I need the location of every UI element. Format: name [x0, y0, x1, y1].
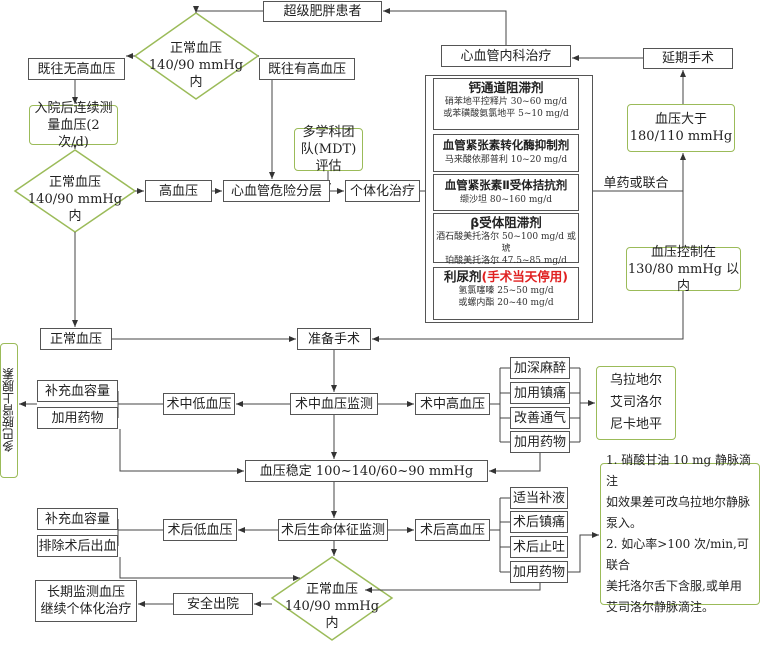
drug-title: β受体阻滞剂 [470, 215, 542, 230]
prepare-surgery-box: 准备手术 [297, 328, 371, 350]
no-hypertension-history-box: 既往无高血压 [28, 58, 125, 80]
longterm-line1: 长期监测血压 [46, 585, 125, 600]
single-or-combination-label: 单药或联合 [603, 176, 669, 191]
drug-beta-blocker: β受体阻滞剂酒石酸美托洛尔 50~100 mg/d 或琥珀酸美托洛尔 47.5~… [433, 213, 579, 266]
drug-title: 血管紧张素Ⅱ受体拮抗剂 [444, 178, 568, 192]
note-line: 2. 如心率>100 次/min,可联合 [606, 537, 749, 572]
note-line: 如效果差可改乌拉地尔静脉 [606, 495, 751, 509]
intra-low-action: 加用药物 [37, 407, 118, 429]
drug-dose: 或苯磺酸氨氯地平 5~10 mg/d [443, 109, 569, 119]
stop-on-surgery-day-note: (手术当天停用) [481, 269, 568, 284]
note-line: 美托洛尔舌下含服,或单用 [606, 579, 742, 593]
drug-name: 尼卡地平 [609, 417, 662, 432]
post-low-action: 补充血容量 [37, 508, 118, 530]
drug-title: 血管紧张素转化酶抑制剂 [442, 138, 570, 152]
super-obese-patient-box: 超级肥胖患者 [263, 1, 382, 22]
note-line: 1. 硝酸甘油 10 mg 静脉滴注 [606, 453, 752, 488]
hypertension-box: 高血压 [145, 180, 212, 202]
individualized-treatment-box: 个体化治疗 [345, 180, 420, 202]
bp-above-threshold-box: 血压大于 180/110 mmHg [627, 104, 735, 152]
postop-hypertension-box: 术后高血压 [415, 519, 490, 541]
drug-title: 利尿剂 [444, 269, 482, 284]
postop-hypotension-box: 术后低血压 [163, 519, 237, 541]
drug-dose: 马来酸依那普利 10~20 mg/d [444, 155, 568, 165]
safe-discharge-box: 安全出院 [173, 593, 253, 615]
intra-high-action: 加深麻醉 [510, 357, 570, 379]
post-high-action: 适当补液 [510, 487, 568, 509]
longterm-line2: 继续个体化治疗 [40, 602, 132, 617]
admission-bp-monitoring-box: 入院后连续测量血压(2次/d) [29, 101, 118, 150]
drug-name: 艾司洛尔 [609, 395, 662, 410]
drug-dose: 硝苯地平控释片 30~60 mg/d [444, 97, 568, 107]
intra-high-action: 加用药物 [510, 431, 570, 453]
diamond2-line1: 正常血压 [48, 175, 101, 190]
mdt-assessment-box: 多学科团队(MDT)评估 [294, 125, 363, 174]
note-line: 泵入。 [606, 516, 643, 530]
cardiology-treatment-box: 心血管内科治疗 [441, 45, 571, 67]
intra-low-action: 补充血容量 [37, 380, 118, 402]
post-low-action: 排除术后出血 [37, 535, 118, 557]
hypertension-history-box: 既往有高血压 [259, 58, 355, 80]
diamond2-text: 正常血压 140/90 mmHg内 [22, 174, 128, 225]
intraop-bp-monitoring-box: 术中血压监测 [290, 393, 378, 415]
postop-medication-note-box: 1. 硝酸甘油 10 mg 静脉滴注如效果差可改乌拉地尔静脉泵入。 2. 如心率>… [600, 453, 760, 614]
dopamine-epinephrine-box: 多巴胺肾上腺素 [0, 343, 18, 478]
drug-dose: 酒石酸美托洛尔 50~100 mg/d 或琥 [436, 232, 576, 254]
intra-high-action: 加用镇痛 [510, 382, 570, 404]
bp-ctrl-line2: 130/80 mmHg 以内 [627, 261, 740, 294]
diamond2-line2: 140/90 mmHg内 [27, 192, 123, 224]
long-term-monitoring-box: 长期监测血压继续个体化治疗 [35, 580, 137, 622]
drug-dose: 氢氯噻嗪 25~50 mg/d [458, 286, 554, 296]
drug-title: 钙通道阻滞剂 [468, 80, 544, 95]
drug-arb: 血管紧张素Ⅱ受体拮抗剂缬沙坦 80~160 mg/d [433, 174, 579, 211]
drug-dose: 或螺内酯 20~40 mg/d [458, 298, 554, 308]
bp-stable-box: 血压稳定 100~140/60~90 mmHg [245, 460, 488, 482]
drug-dose: 珀酸美托洛尔 47.5~85 mg/d [445, 256, 567, 266]
diamond-shape [133, 12, 260, 100]
bp-high-line1: 血压大于 [654, 112, 707, 127]
drug-name: 乌拉地尔 [609, 373, 662, 388]
intra-high-action: 改善通气 [510, 407, 570, 429]
diamond1-line2: 140/90 mmHg内 [148, 58, 244, 90]
diamond3-line1: 正常血压 [305, 582, 358, 597]
post-high-action: 加用药物 [510, 561, 568, 583]
normal-bp-box: 正常血压 [40, 328, 112, 350]
intraop-drug-options-box: 乌拉地尔艾司洛尔尼卡地平 [596, 366, 676, 440]
diamond1-text: 正常血压 140/90 mmHg内 [145, 40, 247, 91]
drug-diuretic: 利尿剂(手术当天停用) 氢氯噻嗪 25~50 mg/d 或螺内酯 20~40 mg/… [433, 267, 579, 320]
bp-ctrl-line1: 血压控制在 [650, 244, 716, 260]
post-high-action: 术后止吐 [510, 536, 568, 558]
postpone-surgery-box: 延期手术 [643, 48, 733, 69]
postop-vital-signs-monitoring-box: 术后生命体征监测 [278, 519, 388, 541]
note-line: 艾司洛尔静脉滴注。 [606, 600, 715, 614]
intraop-hypotension-box: 术中低血压 [163, 393, 235, 415]
post-high-action: 术后镇痛 [510, 511, 568, 533]
diamond3-text: 正常血压 140/90 mmHg内 [280, 581, 384, 632]
drug-dose: 缬沙坦 80~160 mg/d [460, 195, 552, 205]
diamond1-line1: 正常血压 [169, 41, 222, 56]
bp-high-line2: 180/110 mmHg [629, 129, 733, 144]
drug-acei: 血管紧张素转化酶抑制剂马来酸依那普利 10~20 mg/d [433, 134, 579, 172]
cardiovascular-risk-stratification-box: 心血管危险分层 [223, 180, 330, 202]
intraop-hypertension-box: 术中高血压 [415, 393, 490, 415]
drug-ccb: 钙通道阻滞剂硝苯地平控释片 30~60 mg/d 或苯磺酸氨氯地平 5~10 mg… [433, 78, 579, 130]
diamond3-line2: 140/90 mmHg内 [284, 599, 380, 631]
